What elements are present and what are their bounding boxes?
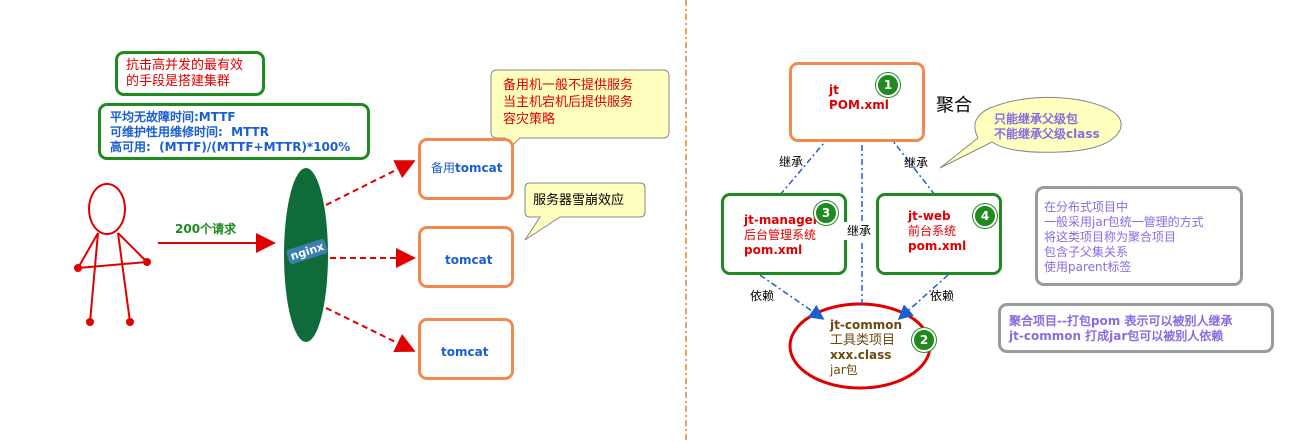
note-packaging-line1: 聚合项目--打包pom 表示可以被别人继承 bbox=[1009, 314, 1233, 328]
inherit-label-left: 继承 bbox=[779, 155, 804, 169]
inherit-arrow-web bbox=[873, 115, 936, 196]
jt-web-line2: 前台系统 bbox=[908, 224, 957, 238]
callout-inherit-bubble bbox=[939, 96, 1122, 169]
inherit-arrow-manager bbox=[779, 115, 847, 196]
tomcat-2-box: tomcat bbox=[418, 226, 514, 288]
note-packaging-line2: jt-common 打成jar包可以被别人依赖 bbox=[1009, 329, 1224, 343]
jt-common-line1: jt-common bbox=[830, 318, 902, 332]
note-distributed-line2: 一般采用jar包统一管理的方式 bbox=[1044, 215, 1204, 229]
route-arrow-tomcat3 bbox=[325, 307, 416, 352]
note-metrics-line3: 高可用: (MTTF)/(MTTF+MTTR)*100% bbox=[110, 140, 351, 154]
callout-backup-line2: 当主机宕机后提供服务 bbox=[503, 95, 634, 110]
jt-web-line1: jt-web bbox=[908, 209, 951, 223]
callout-backup-line3: 容灾策略 bbox=[503, 112, 556, 127]
tomcat-3-label: tomcat bbox=[441, 345, 489, 359]
jt-web-line3: pom.xml bbox=[908, 239, 967, 253]
jt-manager-line2: 后台管理系统 bbox=[744, 228, 817, 242]
jt-common-line2: 工具类项目 bbox=[830, 333, 896, 348]
tomcat-backup-label: 备用tomcat bbox=[431, 161, 502, 176]
badge-4: 4 bbox=[973, 204, 997, 228]
tomcat-3-box: tomcat bbox=[418, 318, 514, 380]
jt-parent-box: jt POM.xml 1 bbox=[789, 62, 925, 142]
route-arrow-backup bbox=[325, 160, 416, 206]
jt-manager-line3: pom.xml bbox=[744, 243, 803, 257]
note-distributed-line4: 包含子父集关系 bbox=[1044, 245, 1129, 259]
jt-manager-box: jt-manager 后台管理系统 pom.xml 3 bbox=[721, 193, 847, 275]
note-metrics-box: 平均无故障时间:MTTF 可维护性用维修时间: MTTR 高可用: (MTTF)… bbox=[98, 103, 370, 160]
depend-label-left: 依赖 bbox=[750, 289, 775, 303]
note-distributed-line1: 在分布式项目中 bbox=[1044, 200, 1129, 214]
jt-web-box: jt-web 前台系统 pom.xml 4 bbox=[876, 193, 1002, 275]
note-metrics-line2: 可维护性用维修时间: MTTR bbox=[110, 125, 269, 139]
tomcat-backup-box: 备用tomcat bbox=[418, 138, 514, 200]
callout-avalanche-bubble bbox=[524, 182, 646, 241]
requests-label: 200个请求 bbox=[175, 222, 237, 236]
note-distributed-line5: 使用parent标签 bbox=[1044, 260, 1132, 274]
note-packaging-box: 聚合项目--打包pom 表示可以被别人继承 jt-common 打成jar包可以… bbox=[998, 303, 1274, 353]
jt-common-line4: jar包 bbox=[830, 363, 858, 377]
note-distributed-box: 在分布式项目中 一般采用jar包统一管理的方式 将这类项目称为聚合项目 包含子父… bbox=[1035, 186, 1243, 286]
aggregate-label: 聚合 bbox=[936, 95, 972, 116]
callout-avalanche-text: 服务器雪崩效应 bbox=[533, 193, 625, 208]
note-cluster-line1: 抗击高并发的最有效 bbox=[126, 58, 244, 73]
inherit-label-right: 继承 bbox=[904, 156, 929, 170]
callout-inherit-line2: 不能继承父级class bbox=[994, 127, 1100, 141]
badge-2: 2 bbox=[912, 328, 936, 352]
user-figure-joints bbox=[74, 258, 151, 326]
depend-label-right: 依赖 bbox=[930, 289, 955, 303]
jt-parent-line2: POM.xml bbox=[829, 98, 889, 112]
user-figure bbox=[77, 183, 148, 323]
jt-parent-line1: jt bbox=[829, 83, 839, 97]
depend-arrow-manager bbox=[759, 274, 825, 320]
note-distributed-line3: 将这类项目称为聚合项目 bbox=[1044, 230, 1177, 244]
depend-arrow-web bbox=[897, 274, 949, 321]
callout-backup-line1: 备用机一般不提供服务 bbox=[503, 78, 634, 93]
jt-manager-line1: jt-manager bbox=[744, 213, 819, 227]
badge-3: 3 bbox=[814, 201, 838, 225]
jt-common-line3: xxx.class bbox=[830, 348, 892, 362]
note-metrics-line1: 平均无故障时间:MTTF bbox=[110, 110, 236, 124]
note-cluster-line2: 的手段是搭建集群 bbox=[126, 74, 231, 89]
note-cluster-box: 抗击高并发的最有效 的手段是搭建集群 bbox=[115, 51, 265, 96]
tomcat-backup-prefix: 备用 bbox=[431, 161, 456, 175]
callout-inherit-line1: 只能继承父级包 bbox=[994, 112, 1079, 126]
inherit-label-mid-bg: 继承 bbox=[844, 222, 878, 240]
inherit-label-mid: 继承 bbox=[847, 224, 872, 238]
badge-1: 1 bbox=[876, 73, 900, 97]
tomcat-backup-name: tomcat bbox=[455, 161, 503, 175]
tomcat-2-label: tomcat bbox=[445, 253, 493, 267]
